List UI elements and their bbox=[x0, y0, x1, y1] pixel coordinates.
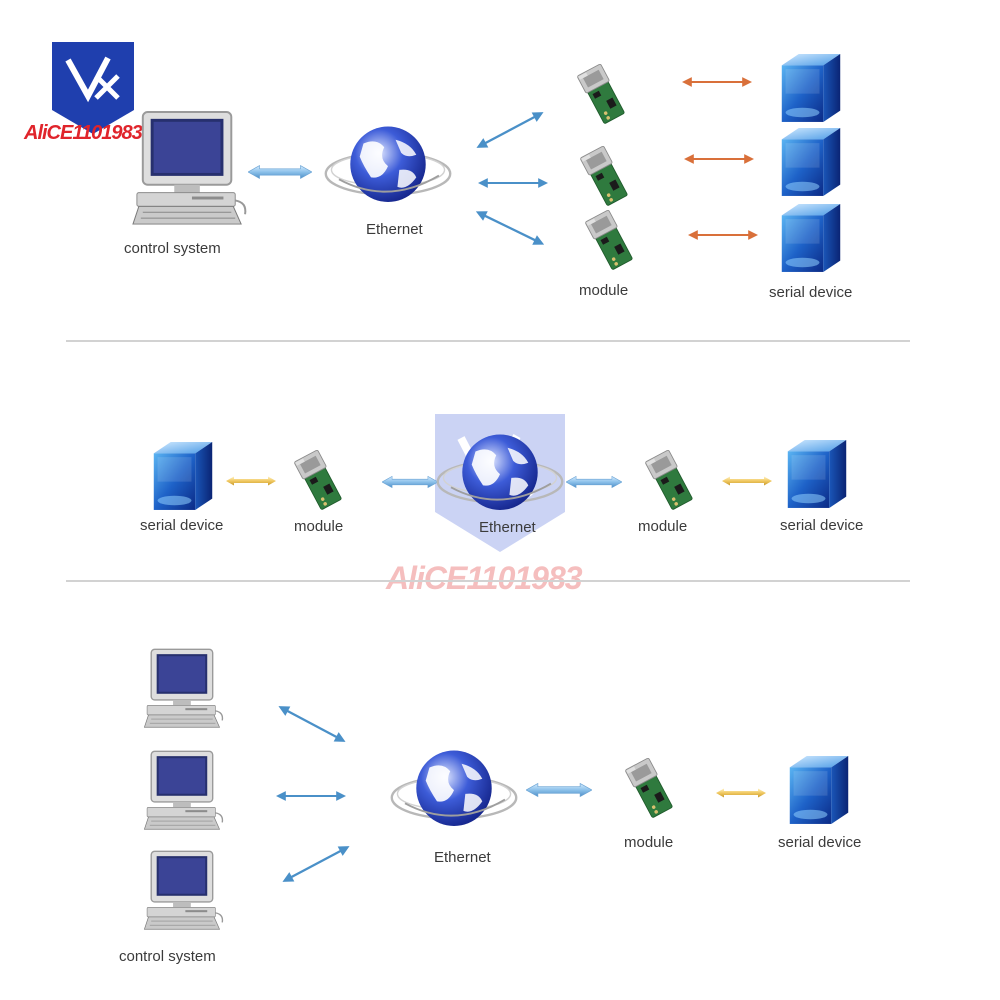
module-label: module bbox=[579, 282, 629, 299]
section-divider bbox=[66, 340, 910, 342]
cube-icon bbox=[778, 200, 844, 276]
control-system-label: control system bbox=[124, 240, 221, 257]
arrow-diagonal-up bbox=[473, 105, 548, 155]
brand-logo bbox=[38, 36, 158, 146]
module-icon bbox=[643, 448, 701, 510]
module-icon bbox=[623, 756, 681, 818]
fat-arrow bbox=[526, 780, 592, 800]
brand-logo-text: AliCE1101983 bbox=[24, 122, 143, 144]
fat-arrow-gold bbox=[226, 472, 276, 490]
cube-icon bbox=[150, 438, 216, 514]
fat-arrow bbox=[382, 472, 438, 492]
fat-arrow-gold bbox=[722, 472, 772, 490]
serial-device-label: serial device bbox=[140, 517, 224, 534]
cube-icon bbox=[778, 50, 844, 126]
globe-icon bbox=[388, 744, 520, 840]
cube-icon bbox=[786, 752, 852, 828]
module-icon bbox=[583, 208, 641, 270]
arrow-diagonal-down bbox=[472, 204, 547, 252]
fat-arrow bbox=[566, 472, 622, 492]
ethernet-label: Ethernet bbox=[479, 519, 536, 536]
module-label: module bbox=[638, 518, 688, 535]
globe-icon bbox=[434, 428, 566, 524]
arrow-orange bbox=[682, 74, 752, 90]
arrow-horizontal bbox=[276, 788, 346, 804]
module-label: module bbox=[624, 834, 674, 851]
module-icon bbox=[292, 448, 350, 510]
computer-icon bbox=[143, 648, 225, 730]
control-system-label: control system bbox=[119, 948, 216, 965]
serial-device-label: serial device bbox=[769, 284, 853, 301]
watermark-text: AliCE1101983 bbox=[386, 560, 583, 596]
module-label: module bbox=[294, 518, 344, 535]
ethernet-label: Ethernet bbox=[434, 849, 491, 866]
fat-arrow bbox=[248, 162, 312, 182]
section-divider bbox=[66, 580, 910, 582]
cube-icon bbox=[778, 124, 844, 200]
arrow-orange bbox=[688, 227, 758, 243]
arrow-diagonal-down bbox=[275, 699, 350, 749]
serial-device-label: serial device bbox=[780, 517, 864, 534]
computer-icon bbox=[131, 110, 249, 228]
ethernet-label: Ethernet bbox=[366, 221, 423, 238]
serial-device-label: serial device bbox=[778, 834, 862, 851]
arrow-orange bbox=[684, 151, 754, 167]
arrow-horizontal bbox=[478, 175, 548, 191]
cube-icon bbox=[784, 436, 850, 512]
computer-icon bbox=[143, 850, 225, 932]
fat-arrow-gold bbox=[716, 784, 766, 802]
arrow-diagonal-up bbox=[279, 839, 354, 889]
module-icon bbox=[578, 144, 636, 206]
globe-icon bbox=[322, 120, 454, 216]
module-icon bbox=[575, 62, 633, 124]
computer-icon bbox=[143, 750, 225, 832]
